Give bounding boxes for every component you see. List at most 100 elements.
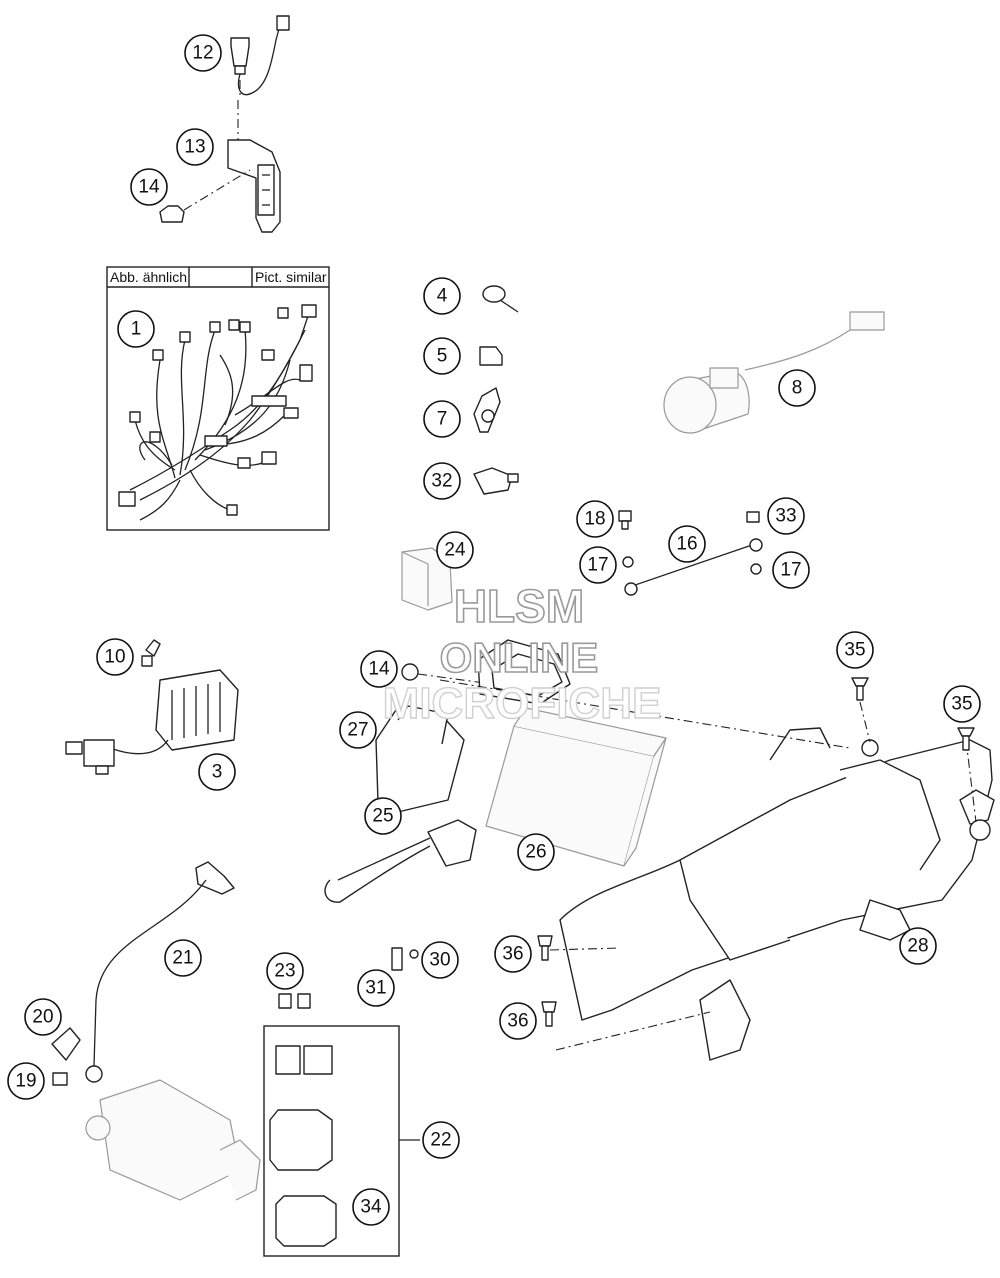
svg-text:35: 35: [951, 694, 972, 715]
svg-text:28: 28: [907, 936, 928, 957]
part-33-nut: [746, 511, 760, 523]
svg-text:23: 23: [274, 961, 295, 982]
svg-text:17: 17: [587, 555, 608, 576]
svg-text:3: 3: [212, 762, 223, 783]
svg-text:20: 20: [32, 1007, 53, 1028]
svg-text:25: 25: [372, 806, 393, 827]
part-3-voltage-regulator: [65, 669, 239, 775]
svg-text:26: 26: [525, 842, 546, 863]
svg-text:16: 16: [676, 534, 697, 555]
part-8-capacitor: [663, 311, 885, 434]
callout-24[interactable]: 24: [436, 531, 474, 569]
svg-text:34: 34: [360, 1197, 382, 1218]
part-32-connector: [473, 467, 519, 495]
svg-text:36: 36: [502, 944, 523, 965]
callout-22[interactable]: 22: [422, 1121, 460, 1159]
svg-text:18: 18: [584, 509, 605, 530]
callout-23[interactable]: 23: [266, 952, 304, 990]
svg-text:36: 36: [507, 1011, 528, 1032]
callout-17a[interactable]: 17: [579, 546, 617, 584]
part-7-cable-clamp: [473, 387, 501, 433]
svg-text:19: 19: [15, 1071, 36, 1092]
svg-text:1: 1: [131, 319, 142, 340]
svg-text:4: 4: [437, 286, 448, 307]
svg-text:30: 30: [429, 950, 450, 971]
part-21-starter-cable: [85, 861, 235, 1083]
part-23-fuses: [278, 993, 311, 1009]
svg-text:24: 24: [444, 540, 466, 561]
svg-text:10: 10: [104, 647, 125, 668]
part-22-relay-box: [263, 1025, 420, 1257]
part-4-cable-tie: [482, 285, 519, 313]
watermark-line-2: ONLINE: [440, 634, 599, 681]
callout-4[interactable]: 4: [423, 277, 461, 315]
part-19-nut: [52, 1072, 68, 1086]
svg-text:31: 31: [365, 978, 386, 999]
callout-14b[interactable]: 14: [360, 650, 398, 688]
callout-16[interactable]: 16: [668, 525, 706, 563]
callout-35a[interactable]: 35: [836, 631, 874, 669]
callout-5[interactable]: 5: [423, 337, 461, 375]
part-20-cap: [51, 1027, 81, 1061]
part-36-screw-a: [537, 935, 553, 961]
callout-13[interactable]: 13: [176, 128, 214, 166]
part-35-screw-a: [851, 677, 869, 701]
callout-1[interactable]: 1: [117, 310, 155, 348]
part-35-screw-b: [957, 727, 975, 751]
callout-21[interactable]: 21: [164, 939, 202, 977]
svg-text:22: 22: [430, 1130, 451, 1151]
svg-text:14: 14: [138, 177, 160, 198]
callout-36b[interactable]: 36: [499, 1002, 537, 1040]
callout-20[interactable]: 20: [24, 998, 62, 1036]
svg-text:35: 35: [844, 640, 865, 661]
part-26-battery: [485, 707, 667, 867]
callout-33[interactable]: 33: [767, 497, 805, 535]
part-5-clip: [479, 346, 503, 366]
callout-26[interactable]: 26: [517, 833, 555, 871]
callout-36a[interactable]: 36: [494, 935, 532, 973]
watermark-line-1: HLSM: [454, 580, 584, 632]
svg-text:32: 32: [431, 471, 452, 492]
callout-27[interactable]: 27: [339, 711, 377, 749]
callout-10[interactable]: 10: [96, 638, 134, 676]
callout-17b[interactable]: 17: [772, 551, 810, 589]
callout-7[interactable]: 7: [423, 400, 461, 438]
svg-text:8: 8: [792, 378, 803, 399]
part-13-ignition-holder: [227, 100, 281, 233]
callout-34[interactable]: 34: [352, 1188, 390, 1226]
callout-35b[interactable]: 35: [943, 685, 981, 723]
part-28-tray: [439, 679, 995, 1061]
svg-text:12: 12: [192, 43, 213, 64]
svg-text:27: 27: [347, 720, 368, 741]
part-16-ground-cable: [624, 538, 763, 596]
watermark-line-3: MICROFICHE: [383, 679, 662, 728]
svg-text:7: 7: [437, 409, 448, 430]
part-10-connector: [141, 639, 161, 667]
callout-8[interactable]: 8: [778, 369, 816, 407]
svg-text:5: 5: [437, 346, 448, 367]
callout-18[interactable]: 18: [576, 500, 614, 538]
part-30-plug: [409, 949, 419, 959]
callout-25[interactable]: 25: [364, 797, 402, 835]
callout-12[interactable]: 12: [184, 34, 222, 72]
callout-31[interactable]: 31: [357, 969, 395, 1007]
box-label-left: Abb. ähnlich: [110, 269, 187, 285]
part-27-battery-holder: [375, 705, 465, 813]
part-25-battery-cable: [324, 819, 477, 903]
part-36-screw-b: [541, 1001, 557, 1027]
svg-text:17: 17: [780, 560, 801, 581]
callout-30[interactable]: 30: [421, 941, 459, 979]
svg-text:13: 13: [184, 137, 205, 158]
part-31-pin: [391, 947, 403, 971]
callout-28[interactable]: 28: [899, 927, 937, 965]
part-18-screw: [618, 510, 632, 530]
part-24-relay: [401, 547, 453, 611]
part-12-connector-cap: [230, 15, 290, 96]
svg-text:14: 14: [368, 659, 390, 680]
callout-32[interactable]: 32: [423, 462, 461, 500]
callout-14a[interactable]: 14: [130, 168, 168, 206]
callout-19[interactable]: 19: [7, 1062, 45, 1100]
svg-text:33: 33: [775, 506, 796, 527]
callout-3[interactable]: 3: [198, 753, 236, 791]
